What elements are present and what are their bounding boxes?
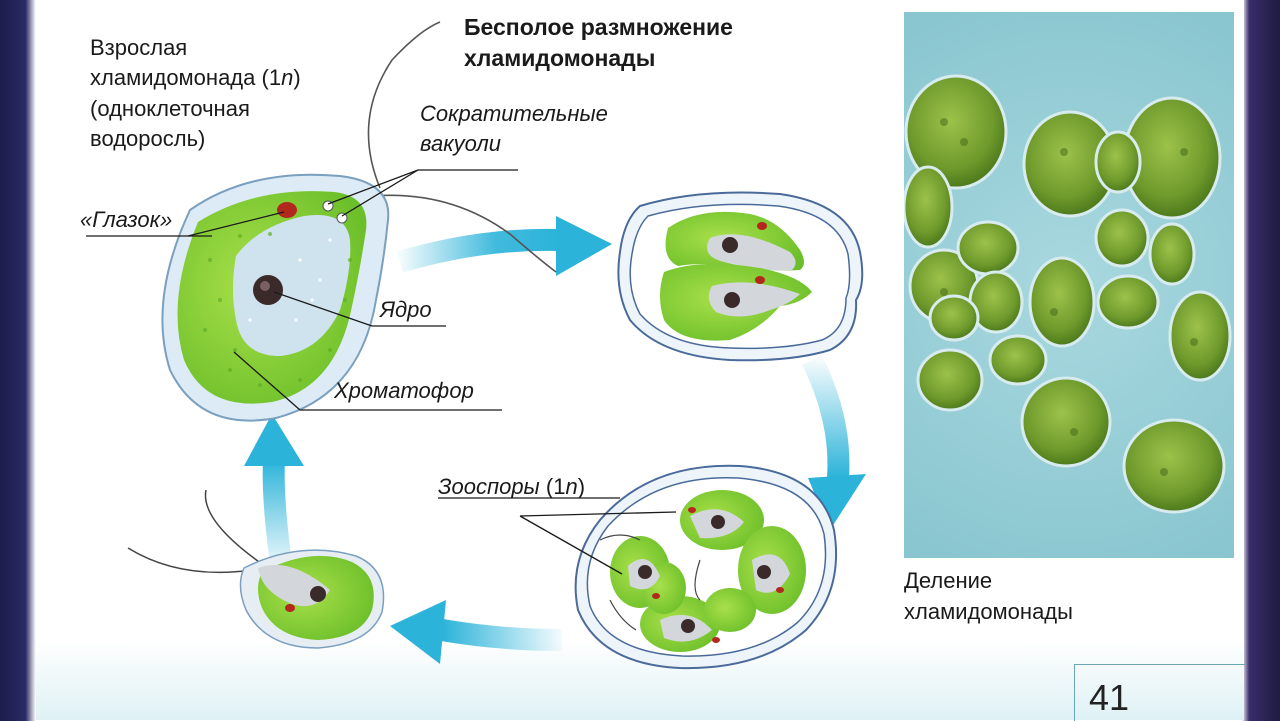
vacuoles-label-line1: Сократительные <box>420 101 608 126</box>
chromatophore-label: Хроматофор <box>334 378 474 403</box>
adult-cell <box>161 21 557 422</box>
zoospores-n: n <box>565 474 578 499</box>
single-zoospore <box>127 489 385 649</box>
photo-caption-line2: хламидомонады <box>904 599 1073 624</box>
arrow-top <box>396 216 612 276</box>
eyespot-label: «Глазок» <box>80 207 173 232</box>
arrow-left <box>244 414 304 572</box>
zoospores-paren-close: ) <box>577 474 586 499</box>
adult-label-n: n <box>281 65 294 90</box>
arrow-bottom <box>390 600 563 664</box>
adult-label-suffix: ) <box>293 65 301 90</box>
adult-label-line3: (одноклеточная <box>90 96 250 121</box>
nucleus-label: Ядро <box>380 297 432 322</box>
zoospores-paren-open: (1 <box>539 474 566 499</box>
page-number: 41 <box>1089 677 1130 718</box>
zoospores-cluster <box>574 464 838 670</box>
arrow-right <box>802 355 866 530</box>
zoospores-label: Зооспоры (1n) <box>438 474 585 500</box>
vacuoles-label-line2: вакуоли <box>420 131 502 156</box>
adult-label-line2: хламидомонада (1n) <box>90 65 301 91</box>
photo-caption-line1: Деление <box>904 568 993 593</box>
micrograph-cells <box>904 74 1232 514</box>
adult-label-prefix: хламидомонада (1 <box>90 65 282 90</box>
page-number-box: 41 <box>1074 664 1245 721</box>
adult-label-line1: Взрослая <box>90 35 188 60</box>
diagram-title-line1: Бесполое размножение <box>464 14 733 40</box>
leader-lines <box>86 169 677 575</box>
micrograph-photo <box>904 12 1234 558</box>
two-cell-division <box>617 191 864 362</box>
diagram-title-line2: хламидомонады <box>464 45 656 71</box>
adult-label-line4: водоросль) <box>90 126 206 151</box>
zoospores-word: Зооспоры <box>438 474 540 499</box>
